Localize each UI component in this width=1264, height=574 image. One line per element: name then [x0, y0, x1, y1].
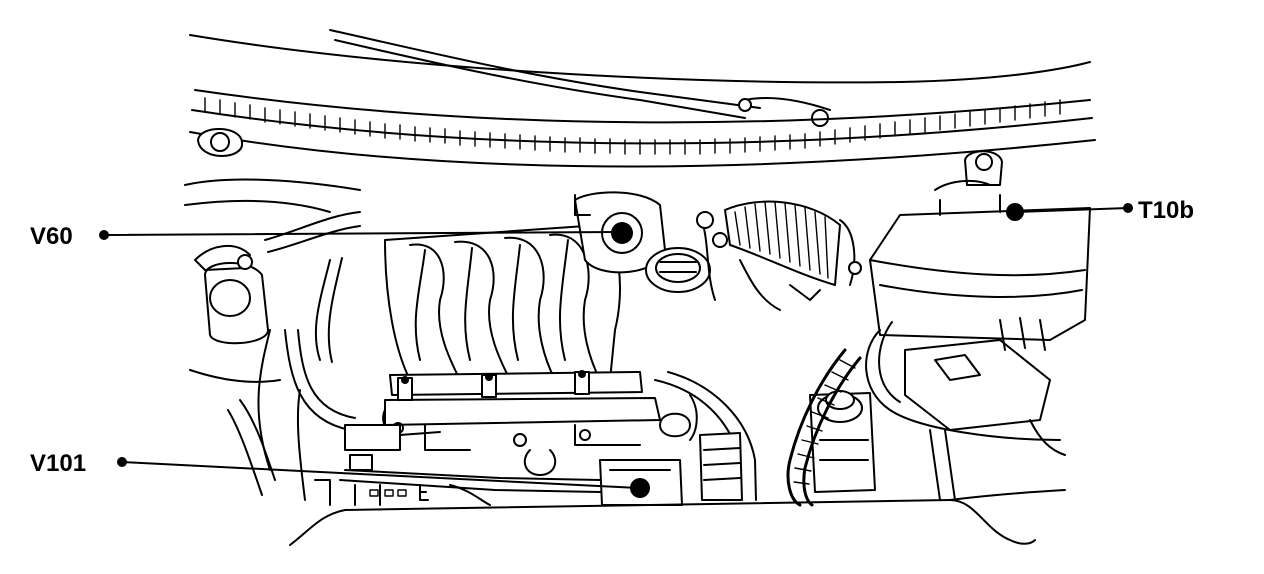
leader-dot-v101: [117, 457, 127, 467]
intake-manifold: [382, 191, 711, 476]
label-v60: V60: [30, 223, 73, 250]
callout-v60: V60: [30, 223, 619, 250]
leader-dot-v60: [99, 230, 109, 240]
brake-fluid-reservoir: [809, 390, 876, 493]
callout-t10b: T10b: [1014, 197, 1194, 224]
battery-area: [865, 317, 1066, 501]
corrugated-hose: [786, 348, 862, 507]
lower-engine-components: [296, 371, 757, 506]
leader-line-v101: [121, 461, 639, 489]
label-v101: V101: [30, 450, 86, 477]
label-t10b: T10b: [1138, 197, 1194, 224]
leader-line-t10b: [1014, 207, 1129, 213]
air-intake-hose: [696, 200, 862, 311]
windshield-cowl: [189, 29, 1096, 186]
air-filter-housing: [869, 179, 1091, 341]
leader-dot-t10b: [1123, 203, 1133, 213]
cowl-grille-slots: [204, 97, 1061, 155]
leader-line-v60: [103, 231, 619, 236]
front-edge: [289, 489, 1066, 546]
left-engine-components: [184, 178, 361, 496]
callout-v101: V101: [30, 450, 639, 489]
